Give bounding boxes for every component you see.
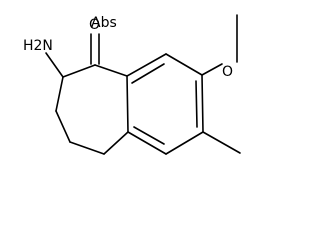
methoxy-group — [201, 14, 238, 76]
bond-c4-c3 — [165, 53, 203, 76]
bond-c3-c2-inner — [195, 80, 198, 128]
bond-c9-c9a — [103, 131, 129, 155]
ether-oxygen-label: O — [222, 64, 233, 80]
bond-c6-c7 — [55, 76, 64, 112]
carbonyl-oxygen-label: O — [89, 17, 100, 33]
bond-c9a-c4a — [126, 75, 129, 133]
bond-c5-c6 — [62, 64, 96, 78]
carbonyl-annotation-label: Abs — [91, 15, 117, 31]
benzene-ring — [126, 53, 204, 155]
bond-c4a-c4 — [126, 53, 167, 77]
bond-c1-c9a-inner — [133, 126, 165, 145]
bond-c7-c8 — [55, 110, 71, 143]
amine-label: H2N — [23, 38, 53, 54]
methoxy-o-bond — [201, 63, 223, 76]
bond-c1-c9a — [127, 131, 167, 155]
bond-c3-c2 — [201, 74, 204, 133]
carbonyl-group — [90, 33, 100, 65]
bond-c2-c1 — [165, 131, 204, 155]
bond-c4-c4-inner — [131, 63, 165, 84]
bond-c8-c9 — [69, 141, 105, 155]
cycloheptane-ring — [55, 64, 129, 155]
methyl-bond — [202, 131, 241, 154]
amine-bond — [45, 52, 64, 78]
bond-c4a-c5 — [94, 64, 128, 77]
chemical-structure: H2N O Abs O — [23, 14, 241, 155]
